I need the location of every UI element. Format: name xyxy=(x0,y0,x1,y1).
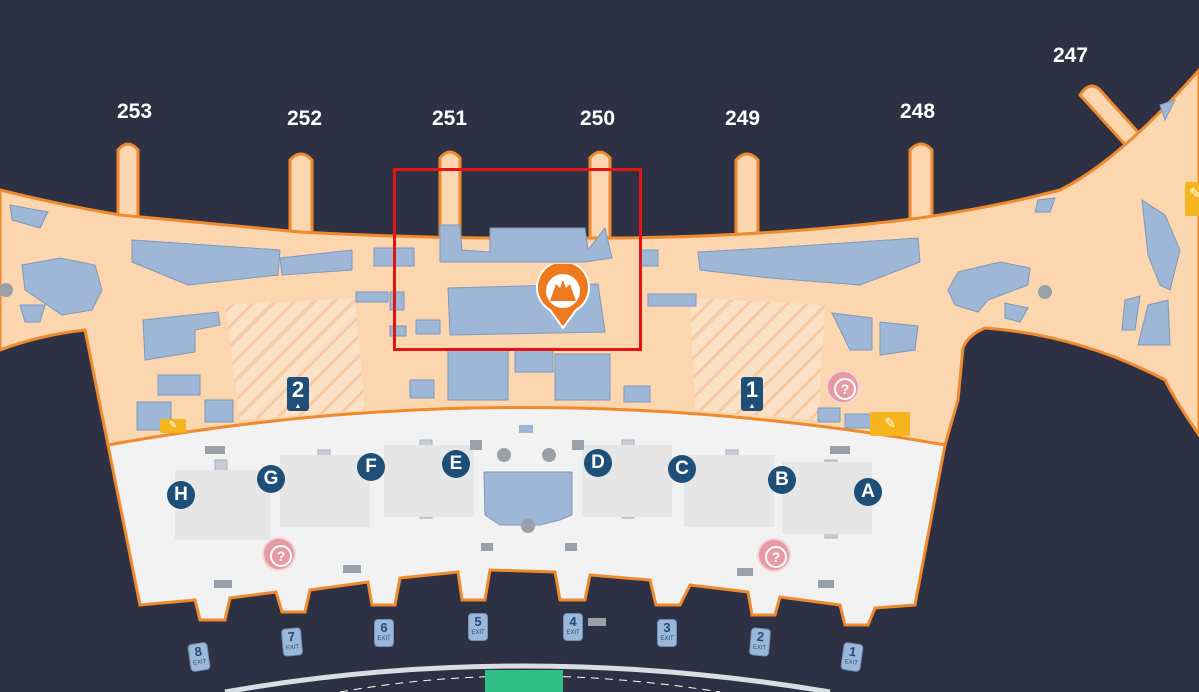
exit-1-label: EXIT xyxy=(844,659,859,667)
stairs-up-icon: ▲ xyxy=(294,403,302,410)
information-desk-icon[interactable]: ? xyxy=(757,538,791,572)
gate-253-label[interactable]: 253 xyxy=(117,100,153,123)
checkin-zone-g[interactable]: G xyxy=(257,465,285,493)
stairs-2-number: 2 xyxy=(291,377,305,402)
exit-8-label: EXIT xyxy=(192,659,207,667)
checkin-zone-h[interactable]: H xyxy=(167,481,195,509)
help-symbol: ? xyxy=(765,546,787,568)
pier-251 xyxy=(438,150,462,242)
checkin-zone-c[interactable]: C xyxy=(668,455,696,483)
gate-250-label[interactable]: 250 xyxy=(580,107,616,130)
curb-road xyxy=(224,663,831,692)
gate-248-label[interactable]: 248 xyxy=(900,100,936,123)
stairs-1[interactable]: 1 ▲ xyxy=(741,377,763,411)
selected-area-highlight xyxy=(393,168,642,351)
stairs-2[interactable]: 2 ▲ xyxy=(287,377,309,411)
pier-253 xyxy=(116,142,140,232)
exit-5-label: EXIT xyxy=(471,630,485,636)
information-desk-icon[interactable]: ? xyxy=(826,370,860,404)
exit-2-number: 2 xyxy=(756,628,765,645)
exit-4-label: EXIT xyxy=(566,630,580,636)
exit-7-number: 7 xyxy=(287,628,296,645)
columns xyxy=(0,283,1052,533)
gate-252-label[interactable]: 252 xyxy=(287,107,323,130)
hatched-zone-west xyxy=(225,298,365,420)
checkin-zone-b[interactable]: B xyxy=(768,466,796,494)
luggage-tag-icon[interactable]: ✎ xyxy=(160,419,186,433)
exit-3-number: 3 xyxy=(663,620,671,635)
pier-252 xyxy=(288,152,314,242)
pier-249 xyxy=(734,152,760,242)
pier-250 xyxy=(588,150,612,242)
help-symbol: ? xyxy=(834,378,856,400)
exit-5-number: 5 xyxy=(474,614,482,629)
exit-4-number: 4 xyxy=(569,614,577,629)
gate-247-label[interactable]: 247 xyxy=(1053,44,1089,67)
checkin-zone-d[interactable]: D xyxy=(584,449,612,477)
gate-249-label[interactable]: 249 xyxy=(725,107,761,130)
hatched-zone-east xyxy=(690,298,825,420)
gate-251-label[interactable]: 251 xyxy=(432,107,468,130)
pedestrian-crossing xyxy=(485,670,563,692)
checkin-zone-a[interactable]: A xyxy=(854,478,882,506)
gate-piers xyxy=(116,84,1148,242)
luggage-tag-icon[interactable]: ✎ xyxy=(1185,182,1199,216)
exit-6-number: 6 xyxy=(380,620,388,635)
luggage-tag-icon[interactable]: ✎ xyxy=(870,412,910,436)
information-desk-icon[interactable]: ? xyxy=(262,537,296,571)
exit-3-label: EXIT xyxy=(660,636,674,642)
exit-7-label: EXIT xyxy=(285,644,300,652)
stairs-up-icon: ▲ xyxy=(748,403,756,410)
stairs-1-number: 1 xyxy=(745,377,759,402)
location-pin-icon[interactable] xyxy=(536,264,590,330)
kiosks xyxy=(205,440,850,626)
help-symbol: ? xyxy=(270,545,292,567)
checkin-zone-f[interactable]: F xyxy=(357,453,385,481)
checkin-zone-e[interactable]: E xyxy=(442,450,470,478)
pier-248 xyxy=(908,142,934,232)
exit-2-label: EXIT xyxy=(752,644,767,652)
exit-6-label: EXIT xyxy=(377,636,391,642)
